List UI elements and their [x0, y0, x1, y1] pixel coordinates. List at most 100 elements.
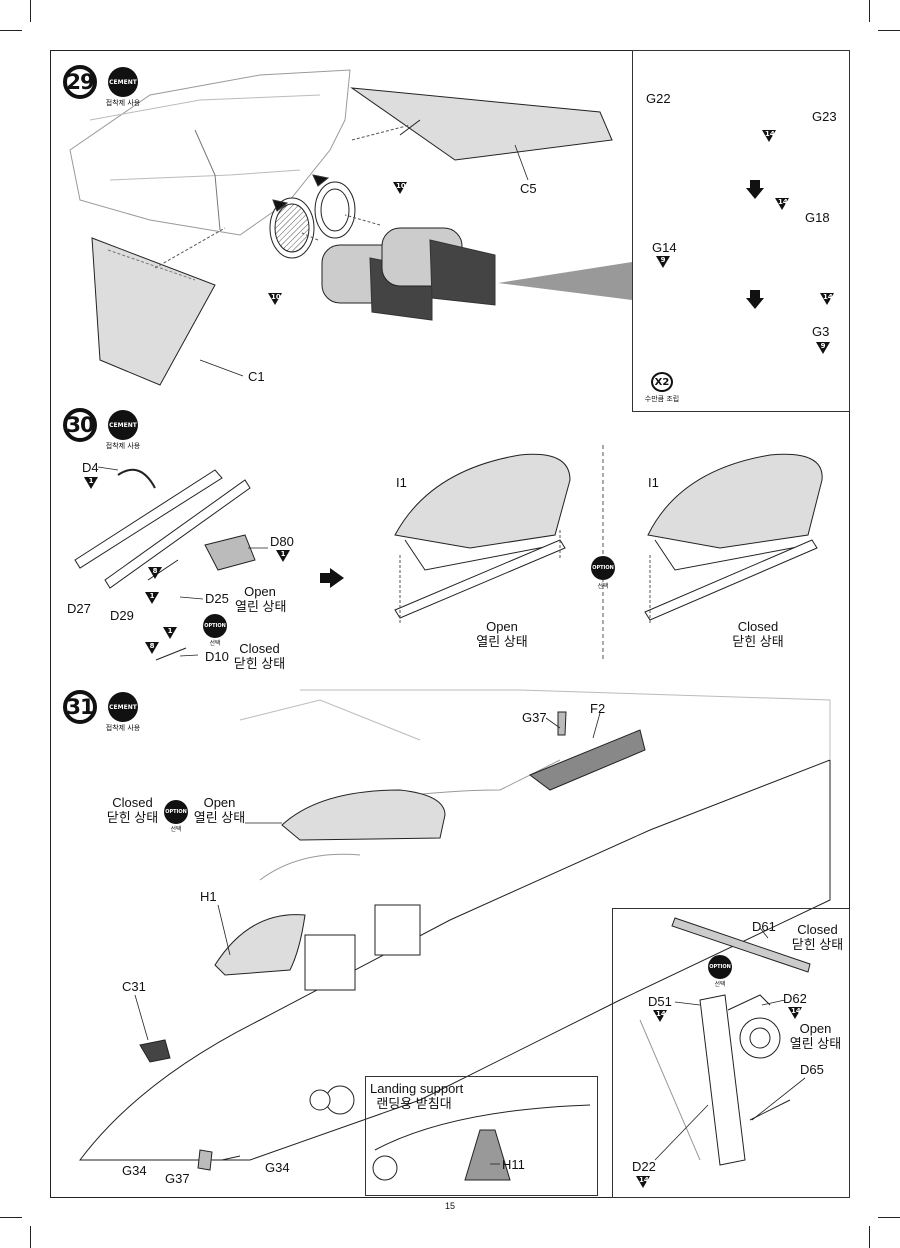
open-label-en: Open	[486, 619, 518, 634]
step30-canopy-rails	[74, 468, 256, 661]
closed-label-en: Closed	[797, 922, 838, 937]
assembly-arrow-icon	[746, 290, 764, 309]
closed-label-ko: 닫힌 상태	[791, 936, 844, 952]
open-label: Open 열린 상태	[788, 1021, 843, 1052]
step29-tail-c1	[91, 227, 226, 386]
closed-label-ko: 닫힌 상태	[106, 809, 159, 825]
crop-mark	[0, 30, 22, 31]
part-label-h1: H1	[200, 889, 217, 904]
part-label-g18: G18	[805, 210, 830, 225]
option-icon: OPTION	[708, 955, 732, 979]
paint-ref-1: 1	[145, 592, 159, 604]
part-label-d29: D29	[110, 608, 134, 623]
paint-ref-14: 14	[762, 130, 776, 142]
closed-label: Closed 닫힌 상태	[232, 641, 287, 672]
part-label-d51: D51	[648, 994, 672, 1009]
assembly-arrow-icon	[746, 180, 764, 199]
closed-label: Closed 닫힌 상태	[105, 795, 160, 826]
option-caption: 선택	[209, 640, 221, 647]
part-label-d62: D62	[783, 991, 807, 1006]
step29-nozzles	[301, 214, 496, 321]
closed-label-en: Closed	[239, 641, 280, 656]
part-label-g23: G23	[812, 109, 837, 124]
part-label-d22: D22	[632, 1159, 656, 1174]
open-label: Open 열린 상태	[192, 795, 247, 826]
part-label-d25: D25	[205, 591, 229, 606]
part-label-i1: I1	[396, 475, 407, 490]
landing-support-panel	[365, 1076, 598, 1196]
part-label-h11: H11	[502, 1157, 525, 1172]
next-step-arrow-icon	[320, 568, 344, 588]
paint-ref-1: 1	[84, 477, 98, 489]
crop-mark	[0, 1217, 22, 1218]
step-number: 30	[63, 408, 97, 442]
part-label-g34: G34	[265, 1160, 290, 1175]
part-label-g37: G37	[522, 710, 547, 725]
closed-label-ko: 닫힌 상태	[233, 655, 286, 671]
crop-mark	[878, 1217, 900, 1218]
part-label-d65: D65	[800, 1062, 824, 1077]
step30-canopy-open	[394, 453, 571, 625]
part-label-d4: D4	[82, 460, 99, 475]
closed-label: Closed 닫힌 상태	[728, 619, 788, 650]
step31-sub-gear-drawing	[639, 917, 811, 1166]
part-label-d80: D80	[270, 534, 294, 549]
cement-caption: 접착제 사용	[105, 724, 141, 732]
paint-ref-10: 10	[268, 293, 282, 305]
option-caption: 선택	[170, 826, 182, 833]
open-label-en: Open	[203, 795, 236, 810]
closed-label-en: Closed	[112, 795, 153, 810]
paint-ref-14: 14	[775, 198, 789, 210]
step-number: 31	[63, 690, 97, 724]
cement-caption: 접착제 사용	[105, 442, 141, 450]
paint-ref-9: 9	[656, 256, 670, 268]
step29-tail-c5	[350, 87, 613, 161]
option-icon: OPTION	[591, 556, 615, 580]
step-number: 29	[63, 65, 97, 99]
closed-label-ko: 닫힌 상태	[732, 633, 784, 649]
crop-mark	[869, 1226, 870, 1248]
crop-mark	[878, 30, 900, 31]
x2-caption: 수만큼 조립	[644, 395, 680, 403]
option-icon: OPTION	[203, 614, 227, 638]
paint-ref-1: 1	[163, 627, 177, 639]
landing-support-en: Landing support	[370, 1081, 464, 1096]
step31-landing-support-drawing	[372, 1104, 591, 1181]
open-label-en: Open	[799, 1021, 832, 1036]
crop-mark	[869, 0, 870, 22]
crop-mark	[30, 1226, 31, 1248]
open-label-ko: 열린 상태	[193, 809, 246, 825]
part-label-c1: C1	[248, 369, 265, 384]
part-label-f2: F2	[590, 701, 606, 716]
paint-ref-8: 8	[148, 567, 162, 579]
crop-mark	[30, 0, 31, 22]
cement-caption: 접착제 사용	[105, 99, 141, 107]
x2-icon: X2	[651, 372, 673, 392]
step30-canopy-closed	[644, 453, 823, 625]
part-label-g34: G34	[122, 1163, 147, 1178]
landing-support-title: Landing support 랜딩용 받침대	[370, 1081, 464, 1112]
open-label-ko: 열린 상태	[235, 598, 287, 614]
paint-ref-9: 9	[816, 342, 830, 354]
closed-label-en: Closed	[737, 619, 779, 634]
open-label-ko: 열린 상태	[476, 633, 528, 649]
open-label: Open 열린 상태	[235, 584, 287, 615]
paint-ref-8: 8	[145, 642, 159, 654]
step29-fuselage-drawing	[69, 69, 356, 259]
part-label-d27: D27	[67, 601, 91, 616]
paint-ref-10: 10	[393, 182, 407, 194]
part-label-c5: C5	[520, 181, 537, 196]
part-label-c31: C31	[122, 979, 146, 994]
step29-subassembly-panel	[632, 50, 850, 412]
cement-icon: CEMENT	[108, 692, 138, 722]
cement-icon: CEMENT	[108, 410, 138, 440]
open-label-ko: 열린 상태	[789, 1035, 842, 1051]
paint-ref-14: 14	[788, 1007, 802, 1019]
part-label-d61: D61	[752, 919, 776, 934]
cement-icon: CEMENT	[108, 67, 138, 97]
part-label-g3: G3	[812, 324, 830, 339]
part-label-i1: I1	[648, 475, 659, 490]
paint-ref-1: 1	[276, 550, 290, 562]
paint-ref-14: 14	[636, 1176, 650, 1188]
page-number: 15	[444, 1201, 455, 1211]
